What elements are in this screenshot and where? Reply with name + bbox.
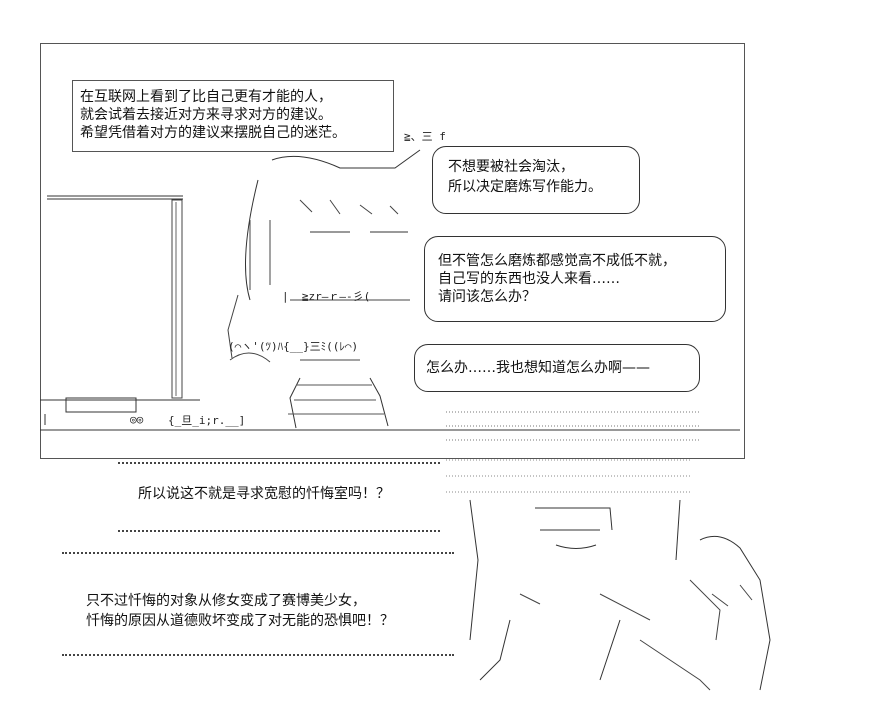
speech-bubble-3 <box>414 344 700 392</box>
speech-2-line-3: 请问该怎么办？ <box>438 289 536 305</box>
speech-bubble-2 <box>424 236 726 322</box>
caption-box-2 <box>62 552 454 656</box>
caption-1-line-1: 所以说这不就是寻求宽慰的忏悔室吗！？ <box>138 486 390 502</box>
speech-2-line-1: 但不管怎么磨炼都感觉高不成低不就， <box>438 253 676 269</box>
speech-2-line-2: 自己写的东西也没人来看…… <box>438 271 620 287</box>
scene-frame <box>40 43 745 459</box>
narration-line-3: 希望凭借着对方的建议来摆脱自己的迷茫。 <box>80 125 346 141</box>
narration-line-1: 在互联网上看到了比自己更有才能的人， <box>80 89 332 105</box>
speech-bubble-1 <box>432 146 640 214</box>
glasses-glyphs: ◎◎ <box>130 413 144 426</box>
speech-3-line-1: 怎么办……我也想知道怎么办啊—— <box>426 360 650 376</box>
speech-1-line-1: 不想要被社会淘汰， <box>448 159 574 175</box>
speech-1-line-2: 所以决定磨炼写作能力。 <box>448 179 602 195</box>
caption-2-line-1: 只不过忏悔的对象从修女变成了赛博美少女， <box>86 593 366 609</box>
narration-box <box>72 80 394 152</box>
face-row: | ≧zr―ｒ―-彡( <box>282 290 371 303</box>
caption-2-line-2: 忏悔的原因从道德败坏变成了对无能的恐惧吧！？ <box>86 613 394 629</box>
window-sign: {_旦_i;r.__] <box>168 414 246 427</box>
caption-box-1 <box>118 462 440 532</box>
mouth-row: (⌒ヽ'(ﾂ)ﾊ{__}三ﾐ((ﾚ⌒) <box>228 340 359 353</box>
narration-line-2: 就会试着去接近对方来寻求对方的建议。 <box>80 107 332 123</box>
symbol-marks: ≧、三 f <box>404 130 446 143</box>
